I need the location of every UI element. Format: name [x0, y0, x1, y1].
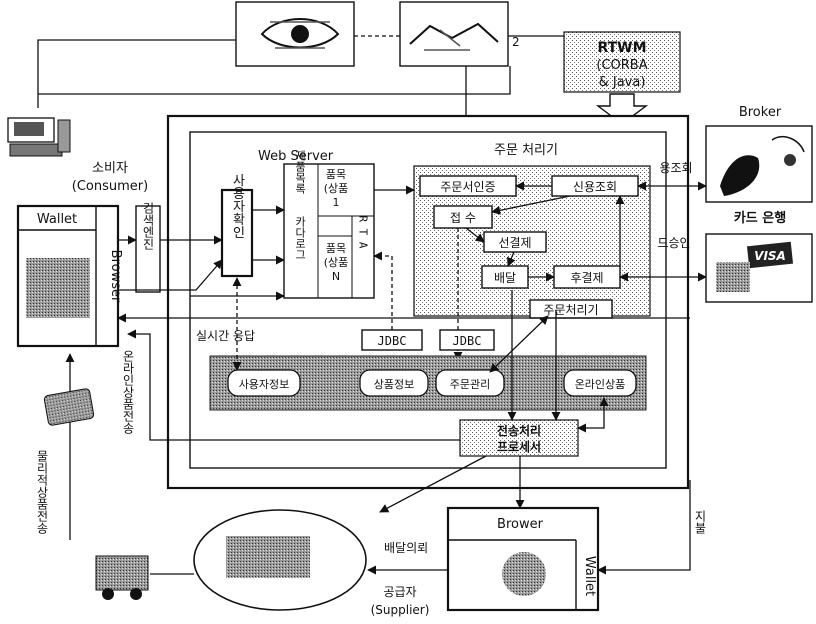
credit-check-label: 신용조회	[573, 180, 617, 194]
clipart-note: 2	[512, 35, 520, 49]
supplier-label: 공급자	[383, 585, 416, 599]
search-engine-label: 검색엔진	[141, 202, 155, 250]
rtwm-box: RTWM (CORBA & Java)	[563, 31, 681, 93]
db-order-mgmt-label: 주문관리	[450, 378, 490, 391]
consumer-to-eye-line	[37, 39, 236, 108]
postpay-box: 후결제	[553, 265, 621, 289]
delivery-label: 배달	[494, 271, 516, 285]
prepay-delivery-arrow	[507, 251, 516, 267]
transfer-to-consumer-arrow	[127, 329, 460, 441]
postpay-label: 후결제	[570, 271, 603, 285]
payment-arrow	[597, 480, 691, 575]
jdbc-rta-arrow	[373, 251, 393, 330]
card-approval-label: 드승인	[657, 236, 690, 250]
transfer-processor-label: 전송처리	[497, 423, 541, 438]
delivery-request-label: 배달의뢰	[384, 541, 428, 555]
transfer-to-delivery-arrow	[379, 455, 487, 513]
supplier-label-en: (Supplier)	[371, 603, 430, 617]
jdbc1-box: JDBC	[361, 329, 423, 351]
realtime-response-label: 실시간 응답	[196, 329, 255, 343]
user-check-box: 사용자확인	[220, 174, 254, 278]
consumer-top-line	[38, 66, 511, 95]
item1-label: 품목	[326, 168, 346, 181]
itemn-label-bot: N	[332, 270, 340, 283]
db-product-info-label: 상품정보	[374, 378, 414, 391]
db-product-info: 상품정보	[359, 369, 429, 397]
consumer-label: 소비자	[92, 161, 128, 176]
jdbc2-label: JDBC	[453, 334, 482, 348]
receive-box: 접 수	[433, 205, 493, 229]
item1-label-mid: (상품	[324, 182, 349, 195]
catalog-label-a: 제품목록	[294, 150, 307, 194]
web-server-title: Web Server	[258, 149, 334, 164]
card-bank-label: 카드 은행	[734, 210, 786, 226]
consumer-computer-icon	[7, 117, 71, 157]
prepay-label: 선결제	[498, 236, 531, 250]
delivery-photo	[226, 536, 310, 578]
supplier-browser-label: Brower	[497, 517, 544, 532]
search-engine-box: 검색엔진	[135, 202, 161, 293]
supplier-photo	[502, 552, 546, 596]
itemn-label-mid: (상품	[324, 256, 349, 269]
consumer-photo	[26, 258, 90, 318]
consumer-wallet-label: Wallet	[37, 212, 77, 227]
db-order-mgmt: 주문관리	[435, 369, 505, 397]
order-proc-box: 주문처리기	[529, 299, 613, 319]
card-wallet-icon	[43, 388, 95, 426]
db-user-info-label: 사용자정보	[239, 378, 290, 391]
jdbc1-label: JDBC	[378, 334, 407, 348]
order-auth-label: 주문서인증	[440, 180, 495, 194]
credit-receive-arrow	[491, 195, 571, 215]
credit-check-box: 신용조회	[551, 175, 639, 197]
online-transfer-label: 온라인상품전송	[121, 350, 135, 434]
rta-label: R T A	[357, 215, 370, 248]
rtwm-subtitle-2: & Java)	[599, 75, 646, 90]
item1-label-bot: 1	[333, 196, 340, 209]
broker-image	[705, 125, 813, 203]
user-check-label: 사용자확인	[230, 174, 245, 239]
itemn-label: 품목	[326, 242, 346, 255]
order-processor-title: 주문 처리기	[494, 143, 558, 158]
receive-prepay-arrow	[465, 227, 485, 243]
physical-transfer-label: 물리적상품전송	[35, 450, 49, 534]
delivery-box: 배달	[481, 265, 529, 289]
transfer-processor-box: 전송처리 프로세서	[459, 419, 579, 457]
prepay-box: 선결제	[483, 231, 547, 253]
order-auth-box: 주문서인증	[419, 175, 517, 197]
consumer-label-en: (Consumer)	[72, 179, 148, 194]
supplier-wallet-label: Wallet	[582, 556, 597, 596]
top-handshake-clipart: 2	[399, 1, 520, 67]
receive-label: 접 수	[450, 211, 476, 225]
consumer-usercheck-arrow	[118, 259, 223, 291]
rtwm-title: RTWM	[597, 40, 646, 56]
orderproc-db-arrow	[489, 315, 549, 373]
catalog-label-b: 카다로그	[294, 216, 307, 260]
db-user-info: 사용자정보	[227, 369, 301, 397]
jdbc2-box: JDBC	[439, 329, 495, 351]
order-proc-label: 주문처리기	[543, 303, 598, 317]
rtwm-subtitle: (CORBA	[596, 58, 647, 73]
db-online-goods: 온라인상품	[563, 369, 637, 397]
catalog-group: 제품목록 카다로그 품목 (상품 1 품목 (상품 N R T A	[283, 150, 375, 299]
visa-logo-text: VISA	[754, 249, 786, 263]
truck-icon	[95, 555, 149, 600]
supplier-box: Brower Wallet	[446, 506, 600, 612]
online-goods-transfer-arrow	[577, 397, 609, 433]
credit-inquiry-label: 용조회	[659, 161, 692, 175]
payment-label: 지불	[693, 510, 707, 534]
broker-label: Broker	[739, 105, 782, 120]
db-online-goods-label: 온라인상품	[575, 378, 626, 391]
consumer-box: Wallet Browser	[16, 204, 123, 348]
consumer-browser-label: Browser	[108, 250, 123, 303]
top-eye-clipart	[235, 1, 355, 67]
transfer-processor-label-2: 프로세서	[497, 439, 541, 454]
card-bank-image: VISA	[705, 233, 813, 303]
